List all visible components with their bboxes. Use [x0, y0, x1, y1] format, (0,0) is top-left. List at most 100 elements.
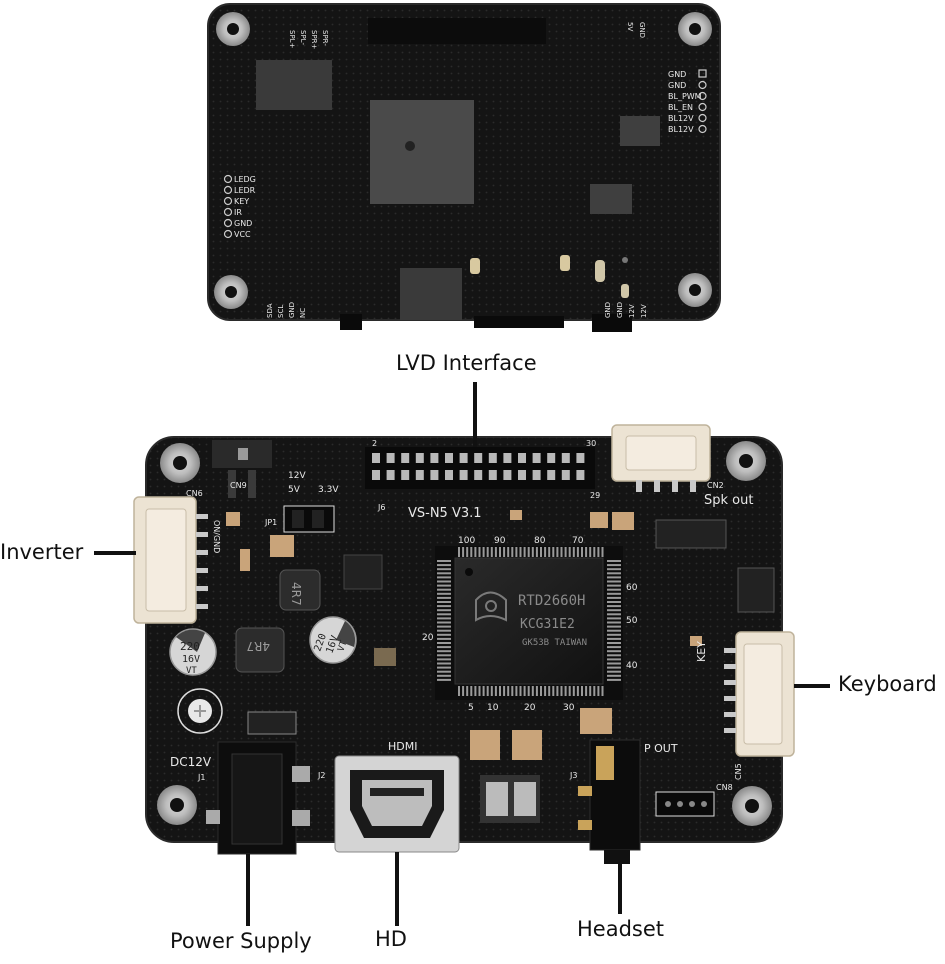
lvds-pin29-label: 29 — [590, 491, 600, 500]
chip-pin — [437, 633, 451, 636]
back-bottom-label: NC — [299, 308, 307, 318]
chip-pin — [466, 686, 469, 696]
lvds-pin — [561, 453, 570, 463]
back-bottom-connector — [340, 314, 362, 330]
power-supply-callout-label: Power Supply — [170, 929, 312, 953]
lvds-pin — [474, 470, 483, 480]
back-left-label: LEDG — [234, 175, 256, 184]
chip-pin — [494, 547, 497, 557]
chip-pin — [437, 621, 451, 624]
lvds-pin — [503, 470, 512, 480]
chip-pin — [607, 601, 621, 603]
chip-pin — [568, 547, 571, 557]
chip-pin — [437, 678, 451, 681]
lvds-pin — [415, 453, 424, 463]
lvds-pin — [386, 453, 395, 463]
lvds-pin — [488, 470, 497, 480]
chip-pin — [607, 646, 621, 649]
chip-pin — [531, 686, 534, 696]
lvds-pin — [415, 470, 424, 480]
back-led — [470, 258, 480, 274]
back-pad-3 — [590, 184, 632, 214]
speaker-connector: CN2 Spk out — [611, 424, 753, 508]
chip-pin — [576, 547, 579, 557]
chip-pin-label: 30 — [563, 703, 575, 713]
chip-pin — [437, 629, 451, 632]
chip-pin — [607, 625, 621, 628]
lvds-pin2-label: 2 — [372, 439, 377, 448]
chip-pin — [437, 670, 451, 673]
lvds-pin — [576, 470, 585, 480]
chip-pin — [527, 547, 530, 557]
hdmi-label: HDMI — [388, 740, 417, 753]
lvds-pin — [488, 453, 497, 463]
back-left-label: IR — [234, 208, 242, 217]
front-mount-holes — [157, 441, 772, 826]
chip-pin — [437, 576, 451, 579]
chip-pin — [437, 592, 451, 595]
chip-pin — [458, 686, 460, 696]
back-left-label: VCC — [234, 230, 251, 239]
chip-pin-label: 40 — [626, 661, 638, 671]
back-top-pin-row — [368, 18, 546, 44]
v12-label: 12V — [288, 471, 306, 481]
chip-pin — [507, 686, 510, 696]
lvds-pin — [547, 470, 556, 480]
chip-pin — [437, 625, 451, 628]
chip-pin — [601, 547, 604, 557]
chip-pin — [507, 547, 510, 557]
chip-pin — [523, 686, 526, 696]
chip-pin — [458, 547, 460, 557]
lvds-pin — [459, 470, 468, 480]
chip-pin — [556, 547, 559, 557]
lvds-pin — [547, 453, 556, 463]
smd-components — [226, 510, 775, 823]
chip-pin — [607, 592, 621, 595]
keyboard-callout-label: Keyboard — [838, 672, 937, 696]
chip-pin — [437, 580, 451, 583]
lvds-pin — [445, 470, 453, 480]
j3-label: J3 — [569, 771, 577, 780]
chip-pin — [607, 633, 621, 636]
chip-pin-label: 20 — [524, 703, 536, 713]
chip-pin — [531, 547, 534, 557]
chip-pin — [462, 686, 465, 696]
chip-pin — [437, 637, 451, 640]
chip-pin — [607, 621, 621, 624]
back-top-labels: SPR- SPR+ SPL- SPL+ 5V GND — [288, 22, 646, 50]
chip-pin — [581, 547, 583, 557]
trimmer — [177, 688, 223, 734]
chip-pin — [437, 588, 451, 591]
chip-pin — [607, 605, 621, 608]
inverter-pin-label: ON/GND — [212, 520, 221, 553]
chip-pin — [607, 674, 621, 677]
jumper-jp1: JP1 — [264, 505, 335, 533]
chip-pin — [511, 686, 514, 696]
regulator: CN9 12V 5V 3.3V — [212, 440, 339, 498]
back-bottom-label: GND — [288, 302, 296, 318]
chip-pin — [548, 547, 551, 557]
chip-pin — [607, 596, 621, 599]
back-top-right-label: 5V — [626, 22, 634, 31]
back-bottom-hdmi — [474, 316, 564, 328]
back-bottom-label: 12V — [628, 304, 636, 318]
chip-pin — [474, 686, 477, 696]
main-chip: RTD2660H KCG31E2 GK53B TAIWAN 100 90 80 … — [422, 536, 638, 713]
chip-pin — [607, 617, 621, 620]
chip-pin — [437, 560, 451, 562]
back-led — [595, 260, 605, 282]
p-out-label: P OUT — [644, 742, 678, 755]
chip-pin-label: 80 — [534, 536, 546, 546]
lvds-pin — [576, 453, 585, 463]
lvds-pin — [532, 470, 541, 480]
chip-pin — [540, 547, 542, 557]
lvds-pin — [372, 453, 380, 463]
chip-pin — [437, 674, 451, 677]
chip-pin — [607, 650, 621, 653]
chip-pin — [437, 568, 451, 571]
lvds-pin — [518, 453, 526, 463]
chip-pin — [556, 686, 559, 696]
lvds-pin — [561, 470, 570, 480]
back-left-label: KEY — [234, 197, 249, 206]
